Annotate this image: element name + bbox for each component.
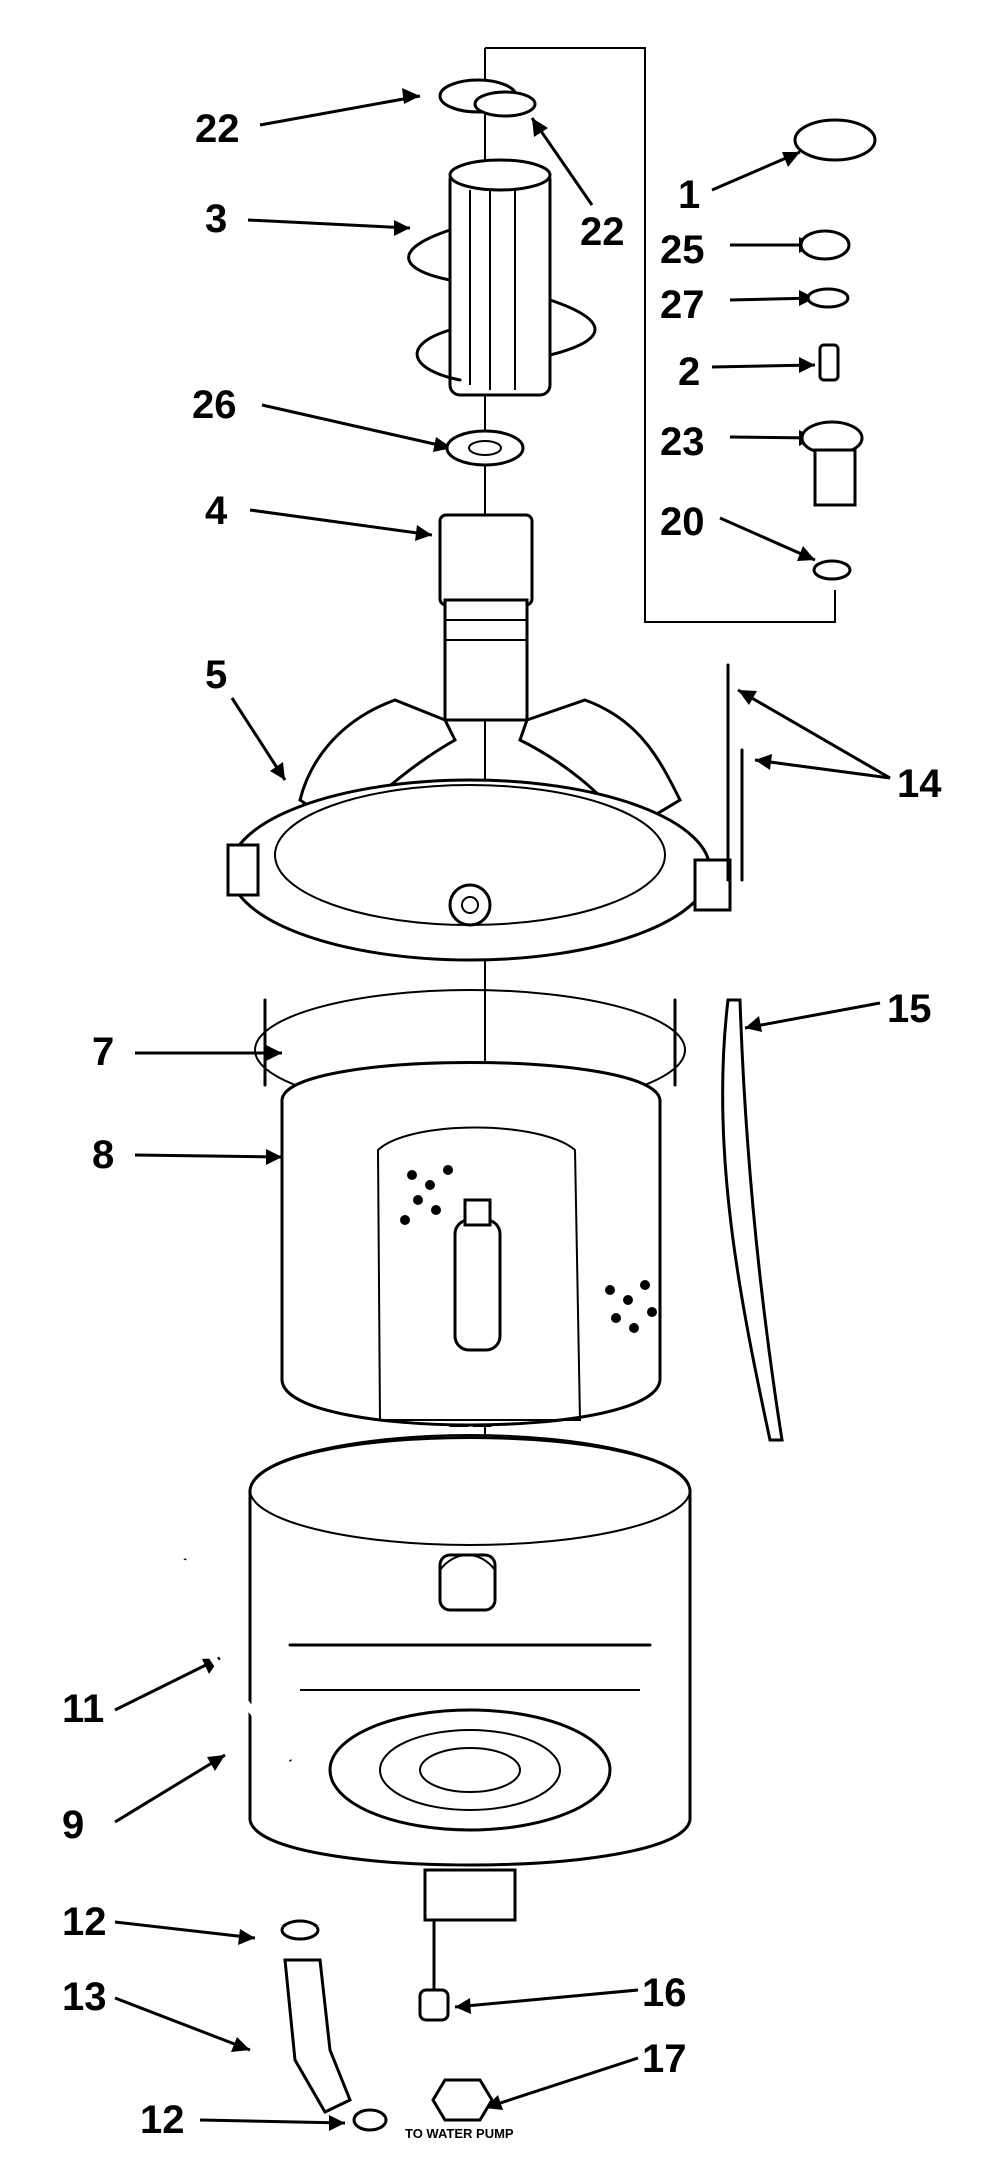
part-8-basket <box>280 1061 662 1427</box>
detail-bracket <box>485 47 836 623</box>
part-13-drain-hose <box>280 1919 388 2132</box>
label-12-top: 12 <box>62 1900 107 1944</box>
label-23: 23 <box>660 420 705 464</box>
part-9-outer-tub <box>248 1434 692 1922</box>
label-17: 17 <box>642 2037 687 2081</box>
label-26: 26 <box>192 383 237 427</box>
part-17-nut <box>431 2078 494 2122</box>
label-8: 8 <box>92 1133 114 1177</box>
label-22-right: 22 <box>580 210 625 254</box>
part-22-clips <box>438 78 537 118</box>
part-3-auger <box>407 158 597 397</box>
label-2: 2 <box>678 350 700 394</box>
label-13: 13 <box>62 1975 107 2019</box>
label-25: 25 <box>660 228 705 272</box>
part-4-agitator <box>298 513 682 832</box>
label-7: 7 <box>92 1030 114 1074</box>
label-14: 14 <box>897 762 942 806</box>
detail-parts <box>793 118 877 581</box>
label-22-left: 22 <box>195 107 240 151</box>
part-16-bolt <box>418 1918 450 2022</box>
label-16: 16 <box>642 1971 687 2015</box>
part-5-tub-ring <box>226 778 732 962</box>
label-20: 20 <box>660 500 705 544</box>
label-5: 5 <box>205 653 227 697</box>
label-9: 9 <box>62 1803 84 1847</box>
label-1: 1 <box>678 173 700 217</box>
part-26-washer <box>445 429 525 467</box>
label-3: 3 <box>205 197 227 241</box>
label-12-bottom: 12 <box>140 2098 185 2142</box>
label-15: 15 <box>887 987 932 1031</box>
label-4: 4 <box>205 489 228 533</box>
to-water-pump-note: TO WATER PUMP <box>405 2126 514 2141</box>
label-11: 11 <box>62 1687 104 1731</box>
label-27: 27 <box>660 283 705 327</box>
part-14-15-straps <box>721 663 784 1442</box>
